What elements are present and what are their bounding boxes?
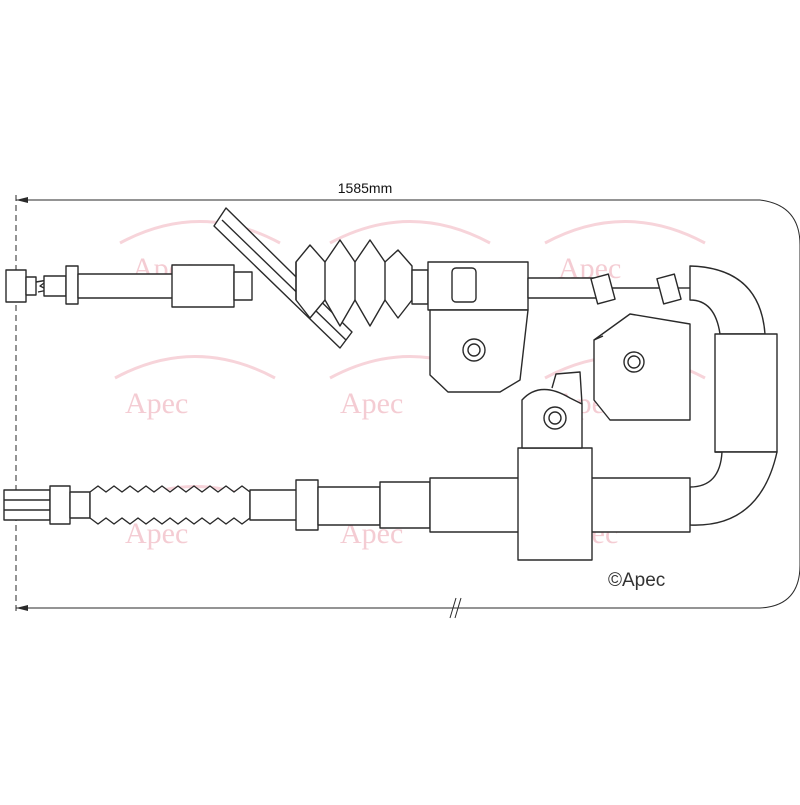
- upper-bracket: [411, 261, 599, 393]
- lower-outer-sheath: [249, 477, 691, 533]
- overall-length-label: 1585mm: [337, 180, 393, 196]
- dimension-lines: [15, 195, 800, 619]
- upper-grommet-plate: [213, 207, 353, 349]
- copyright-mark: ©Apec: [608, 570, 666, 591]
- watermark-text-4: Apec: [125, 387, 188, 420]
- watermark-3: Apec: [544, 220, 706, 285]
- lower-bracket: [517, 371, 593, 561]
- upper-cable-end: [5, 264, 253, 308]
- watermark-text-5: Apec: [340, 387, 403, 420]
- watermark-4: Apec: [114, 355, 276, 420]
- lower-bellows: [89, 485, 251, 525]
- upper-inner-cable: [590, 273, 690, 305]
- lower-cable-end: [3, 485, 91, 525]
- middle-bracket: [593, 313, 691, 421]
- cable-loop: [689, 265, 778, 526]
